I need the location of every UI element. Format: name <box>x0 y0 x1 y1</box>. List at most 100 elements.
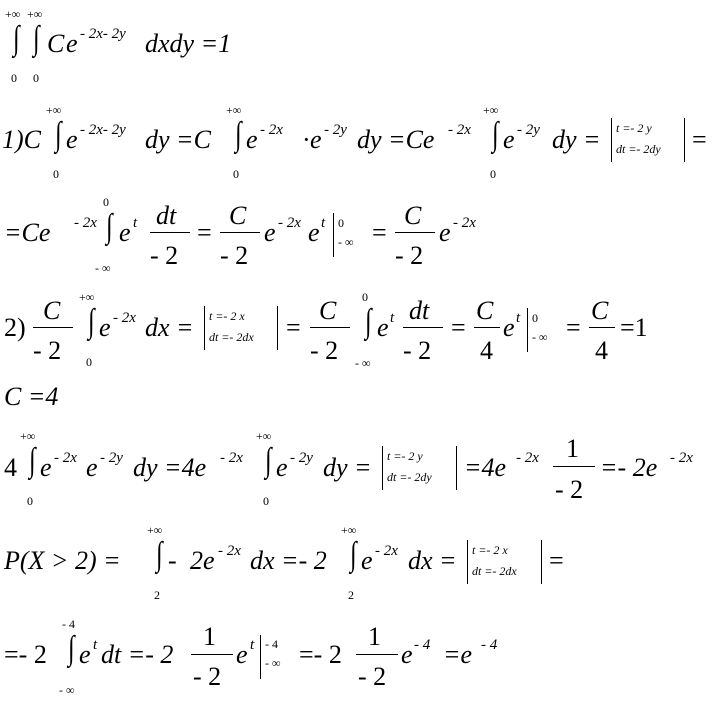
frac-den: 4 <box>595 336 608 365</box>
exponent: t <box>516 310 521 326</box>
exponent: t <box>321 215 326 231</box>
exponent: t <box>250 637 255 653</box>
frac-den: - 2 <box>395 241 424 270</box>
integral-sign: ∫ <box>235 116 242 153</box>
lower-limit: 0 <box>263 494 269 508</box>
lower-limit: - ∞ <box>59 683 75 697</box>
expr-text: dy =Ce <box>357 125 435 154</box>
frac-den: 4 <box>480 336 493 365</box>
integral-sign: ∫ <box>106 208 113 245</box>
upper-limit: +∞ <box>79 290 95 304</box>
lower-limit: 0 <box>27 494 33 508</box>
upper-limit: +∞ <box>27 7 43 21</box>
exp-base: e <box>503 313 515 342</box>
frac-num: 1 <box>368 622 381 651</box>
integral-sign: ∫ <box>156 536 163 573</box>
integral-sign: ∫ <box>13 20 20 57</box>
integral-sign: ∫ <box>492 116 499 153</box>
lower-limit: - ∞ <box>355 356 371 370</box>
exp-base: e <box>236 640 248 669</box>
equals-sign: = <box>566 313 581 342</box>
lower-limit: 2 <box>154 588 160 602</box>
substitution-bar <box>467 540 468 584</box>
exponent: - 2x <box>220 450 243 466</box>
exp-base: e <box>503 125 515 154</box>
frac-num: C <box>591 296 609 325</box>
frac-num: C <box>476 296 494 325</box>
exponent: - 2x <box>260 122 283 138</box>
frac-den: - 2 <box>358 662 387 691</box>
substitution-bar <box>684 118 685 162</box>
expr-text: dx = <box>408 546 457 575</box>
equals-sign: = <box>286 313 301 342</box>
constant-c: C <box>47 29 65 58</box>
equation-tail: dxdy =1 <box>145 29 232 58</box>
substitution-bar <box>277 306 278 350</box>
eval-bottom: - ∞ <box>532 330 548 344</box>
evaluation-bar <box>260 635 261 679</box>
upper-limit: 0 <box>362 290 368 304</box>
result: =e <box>443 640 473 669</box>
frac-den: - 2 <box>403 336 432 365</box>
eval-top: 0 <box>532 311 538 325</box>
exponent: - 2x <box>516 450 539 466</box>
exponent: - 2x <box>54 450 77 466</box>
eval-top: - 4 <box>265 637 278 651</box>
lower-limit: 0 <box>11 71 17 85</box>
frac-num: dt <box>156 201 177 230</box>
coefficient: 4 <box>4 453 17 482</box>
upper-limit: +∞ <box>20 429 36 443</box>
expr-text: dx =- 2 <box>250 546 327 575</box>
frac-num: C <box>319 296 337 325</box>
lower-limit: 2 <box>348 588 354 602</box>
expr-text: dy =4e <box>133 453 207 482</box>
fraction-bar <box>150 232 190 233</box>
lower-limit: 0 <box>490 167 496 181</box>
integral-sign: ∫ <box>29 442 36 479</box>
exp-base: e <box>439 218 451 247</box>
lower-limit: - ∞ <box>95 261 111 275</box>
exp-base: e <box>66 125 78 154</box>
upper-limit: 0 <box>103 195 109 209</box>
exponent: - 2x <box>113 310 136 326</box>
integral-sign: ∫ <box>265 442 272 479</box>
frac-den: - 2 <box>310 336 339 365</box>
upper-limit: - 4 <box>62 617 75 631</box>
frac-num: 1 <box>566 434 579 463</box>
frac-den: - 2 <box>193 662 222 691</box>
frac-num: C <box>404 201 422 230</box>
exponent: - 2x- 2y <box>80 26 126 42</box>
upper-limit: +∞ <box>483 103 499 117</box>
evaluation-bar <box>527 308 528 352</box>
lower-limit: 0 <box>86 355 92 369</box>
integral-sign: ∫ <box>88 303 95 340</box>
dot-operator: · <box>302 125 311 154</box>
lower-limit: 0 <box>53 167 59 181</box>
exp-base: e <box>310 125 322 154</box>
upper-limit: +∞ <box>5 7 21 21</box>
exp-base: e <box>79 640 91 669</box>
exp-base: e <box>99 313 111 342</box>
frac-num: 1 <box>203 622 216 651</box>
fraction-bar <box>220 232 260 233</box>
exponent: - 2y <box>517 122 540 138</box>
exp-base: e <box>276 453 288 482</box>
probability-expr: P(X > 2) = <box>4 546 121 575</box>
exponent: - 2x <box>448 122 471 138</box>
substitution-bar <box>382 446 383 490</box>
frac-num: dt <box>409 296 430 325</box>
exp-base: e <box>308 218 320 247</box>
fraction-bar <box>191 654 233 655</box>
exponent: - 2x <box>74 215 97 231</box>
frac-den: - 2 <box>33 336 62 365</box>
expr-text: =- 2 <box>299 640 342 669</box>
fraction-bar <box>33 327 73 328</box>
eval-bottom: - ∞ <box>338 235 354 249</box>
exp-base: e <box>377 313 389 342</box>
substitution-bar <box>456 446 457 490</box>
expr-text: dx = <box>145 313 194 342</box>
fraction-bar <box>474 327 500 328</box>
upper-limit: +∞ <box>46 103 62 117</box>
eval-top: 0 <box>338 216 344 230</box>
minus-sign: - <box>168 546 177 575</box>
